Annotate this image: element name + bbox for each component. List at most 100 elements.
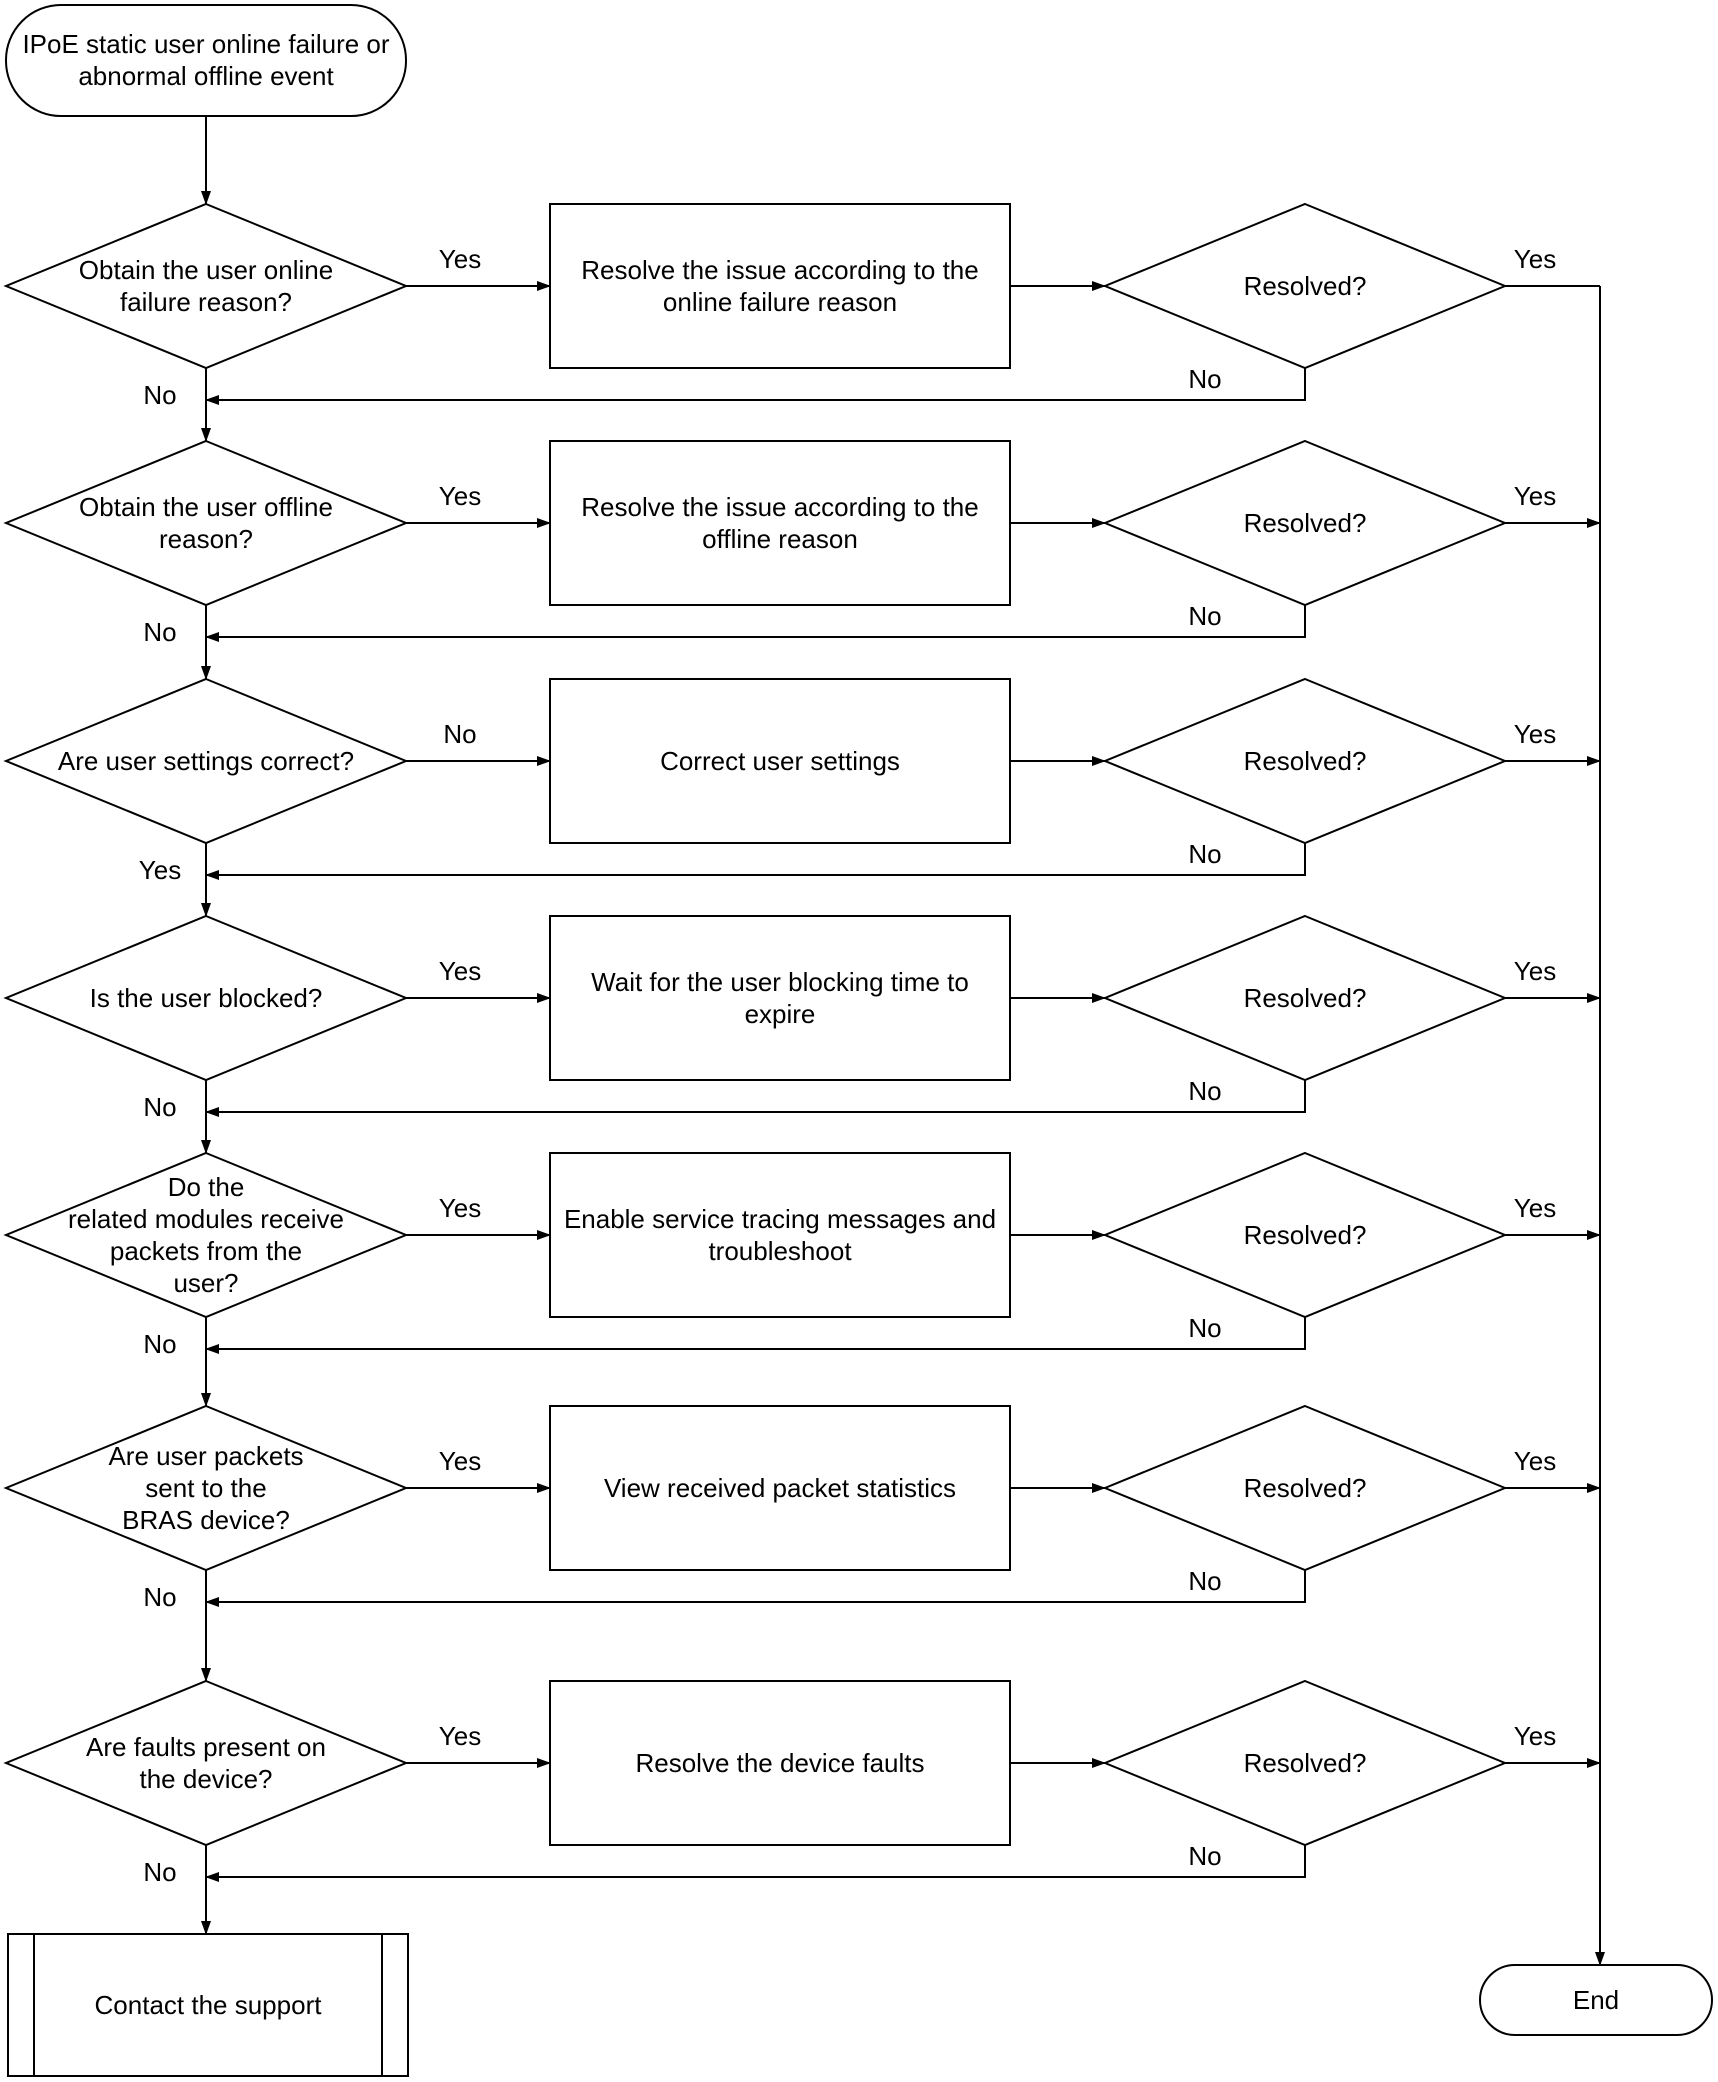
start-label-line: abnormal offline event: [78, 61, 334, 91]
resolved-no-label: No: [1188, 1313, 1221, 1343]
question-label-line: Obtain the user offline: [79, 492, 333, 522]
action-label-line: expire: [745, 999, 816, 1029]
action-label: Resolve the device faults: [635, 1748, 924, 1778]
connector-layer: [201, 116, 1605, 1966]
branch-label: Yes: [439, 956, 481, 986]
question-label-line: packets from the: [110, 1236, 302, 1266]
question-label: Are user settings correct?: [58, 746, 354, 776]
resolved-label: Resolved?: [1244, 508, 1367, 538]
question-label-line: Do the: [168, 1172, 245, 1202]
resolved-no-connector: [205, 1080, 1306, 1117]
question-label-line: reason?: [159, 524, 253, 554]
resolved-no-label: No: [1188, 1566, 1221, 1596]
resolved-no-connector: [205, 843, 1306, 880]
resolved-decision: [1102, 677, 1508, 845]
resolved-yes-label: Yes: [1514, 1721, 1556, 1751]
start-label-line: IPoE static user online failure or: [22, 29, 389, 59]
down-branch-label: No: [143, 617, 176, 647]
resolved-label: Resolved?: [1244, 1473, 1367, 1503]
question-decision: [3, 439, 409, 607]
action-box: [549, 440, 1011, 606]
branch-label: No: [443, 719, 476, 749]
resolved-yes-label: Yes: [1514, 1446, 1556, 1476]
branch-label: Yes: [439, 244, 481, 274]
down-branch-label: Yes: [139, 855, 181, 885]
action-label-line: Enable service tracing messages and: [564, 1204, 996, 1234]
question-decision: [3, 1404, 409, 1572]
question-label-line: user?: [173, 1268, 238, 1298]
resolved-decision: [1102, 439, 1508, 607]
branch-label: Yes: [439, 1193, 481, 1223]
resolved-no-label: No: [1188, 364, 1221, 394]
down-branch-label: No: [143, 1857, 176, 1887]
branch-label: Yes: [439, 1446, 481, 1476]
question-label-line: related modules receive: [68, 1204, 344, 1234]
action-label-line: Resolve the issue according to the: [581, 255, 978, 285]
action-label: View received packet statistics: [604, 1473, 956, 1503]
resolved-yes-label: Yes: [1514, 1193, 1556, 1223]
support-process-box: [7, 1933, 409, 2077]
action-label: Correct user settings: [660, 746, 900, 776]
action-label-line: Resolve the issue according to the: [581, 492, 978, 522]
question-label-line: BRAS device?: [122, 1505, 290, 1535]
action-box: [549, 1152, 1011, 1318]
down-branch-label: No: [143, 1582, 176, 1612]
resolved-yes-label: Yes: [1514, 956, 1556, 986]
resolved-label: Resolved?: [1244, 271, 1367, 301]
resolved-no-connector: [205, 605, 1306, 642]
question-decision: [3, 677, 409, 845]
resolved-no-label: No: [1188, 601, 1221, 631]
question-decision: [3, 914, 409, 1082]
resolved-yes-label: Yes: [1514, 244, 1556, 274]
action-box: [549, 1405, 1011, 1571]
support-label: Contact the support: [95, 1990, 323, 2020]
resolved-no-label: No: [1188, 1841, 1221, 1871]
resolved-no-label: No: [1188, 1076, 1221, 1106]
question-label-line: Are user packets: [108, 1441, 303, 1471]
question-decision: [3, 1679, 409, 1847]
action-box: [549, 678, 1011, 844]
resolved-decision: [1102, 202, 1508, 370]
resolved-decision: [1102, 914, 1508, 1082]
action-label-line: Correct user settings: [660, 746, 900, 776]
action-label-line: Wait for the user blocking time to: [591, 967, 969, 997]
action-label-line: online failure reason: [663, 287, 897, 317]
resolved-label: Resolved?: [1244, 1220, 1367, 1250]
down-branch-label: No: [143, 1092, 176, 1122]
branch-label: Yes: [439, 481, 481, 511]
question-decision: [3, 202, 409, 370]
resolved-label: Resolved?: [1244, 1748, 1367, 1778]
question-label-line: Is the user blocked?: [90, 983, 323, 1013]
resolved-no-connector: [205, 368, 1306, 405]
resolved-decision: [1102, 1151, 1508, 1319]
resolved-label: Resolved?: [1244, 746, 1367, 776]
action-box: [549, 203, 1011, 369]
question-decision: [3, 1151, 409, 1319]
resolved-no-connector: [205, 1845, 1306, 1882]
down-branch-label: No: [143, 1329, 176, 1359]
resolved-no-label: No: [1188, 839, 1221, 869]
resolved-yes-label: Yes: [1514, 481, 1556, 511]
question-label-line: Are user settings correct?: [58, 746, 354, 776]
question-label-line: failure reason?: [120, 287, 292, 317]
question-label-line: the device?: [140, 1764, 273, 1794]
start-terminator: [5, 4, 407, 117]
resolved-yes-label: Yes: [1514, 719, 1556, 749]
end-label: End: [1573, 1985, 1619, 2015]
action-box: [549, 1680, 1011, 1846]
action-label-line: offline reason: [702, 524, 858, 554]
action-label-line: View received packet statistics: [604, 1473, 956, 1503]
down-branch-label: No: [143, 380, 176, 410]
resolved-no-connector: [205, 1317, 1306, 1354]
